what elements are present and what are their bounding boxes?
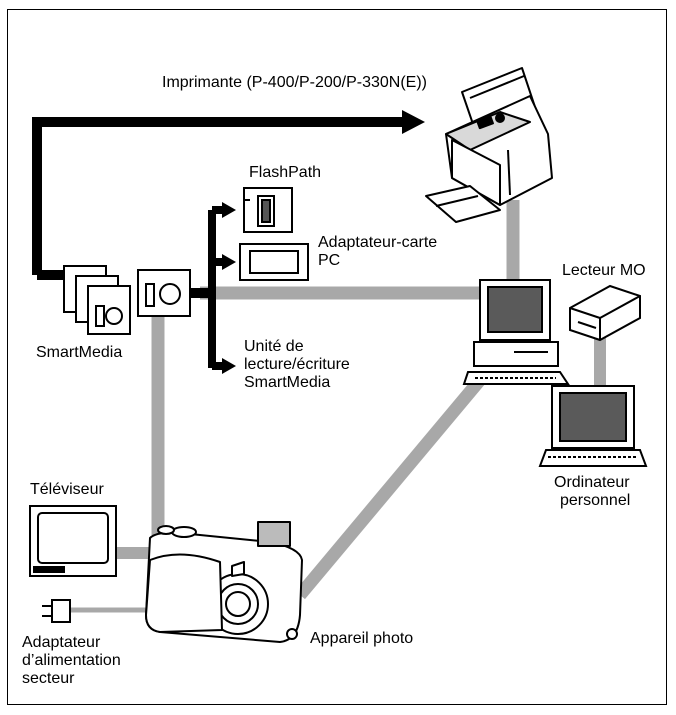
laptop-icon [538,385,648,467]
label-computer-line1: Ordinateur [554,474,630,491]
label-smartmedia: SmartMedia [36,344,123,361]
label-mo-drive: Lecteur MO [562,262,646,279]
ac-adapter-icon [42,599,71,623]
line-camera-computer [295,375,485,600]
diagram-frame [7,9,667,705]
label-ac-adapter-line3: secteur [22,670,75,687]
label-reader-line2: lecture/écriture [244,356,350,373]
smartmedia-card-icon [137,269,191,317]
arrows [32,110,425,374]
label-ac-adapter-line1: Adaptateur [22,634,101,651]
arrow-to-printer [32,117,405,275]
smartmedia-cards-icon [63,265,131,335]
connection-lines [68,200,606,613]
label-pc-card-adapter-line2: PC [318,252,341,269]
flashpath-icon [243,187,293,233]
label-reader-line1: Unité de [244,338,304,355]
camera-icon [145,521,303,643]
label-computer-line2: personnel [560,492,631,509]
label-flashpath: FlashPath [249,164,322,181]
mo-drive-icon [569,284,641,342]
label-pc-card-adapter-line1: Adaptateur-carte [318,234,438,251]
printer-icon [425,67,553,223]
label-ac-adapter-line2: d’alimentation [22,652,121,669]
pc-card-adapter-icon [239,243,309,281]
label-printer: Imprimante (P-400/P-200/P-330N(E)) [162,74,427,91]
label-tv: Téléviseur [30,481,104,498]
tv-icon [29,505,117,577]
computer-icon [462,279,570,385]
label-camera: Appareil photo [310,630,414,647]
label-reader-line3: SmartMedia [244,374,331,391]
